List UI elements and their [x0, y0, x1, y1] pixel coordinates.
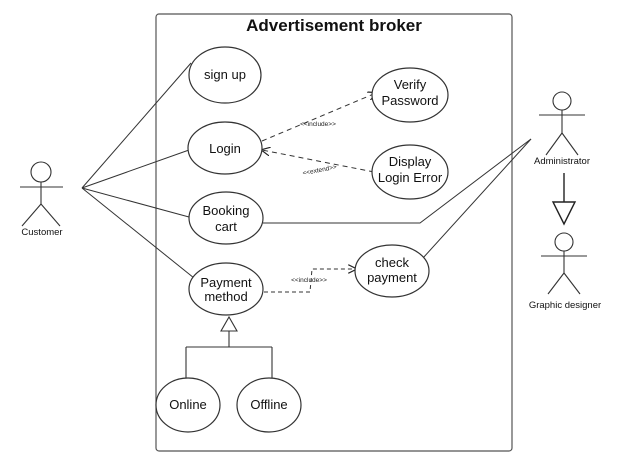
use-case-check-payment: check payment — [354, 244, 430, 298]
online-label: Online — [169, 397, 207, 412]
customer-label: Customer — [21, 227, 62, 238]
include-verify-label: <<include>> — [300, 121, 336, 128]
administrator-actor — [539, 91, 585, 156]
use-case-display-login-error: Display Login Error — [371, 144, 449, 200]
system-title: Advertisement broker — [246, 16, 422, 35]
use-case-offline: Offline — [236, 377, 302, 433]
payment-generalization — [185, 315, 273, 381]
display-login-error-label-1: Display — [389, 154, 432, 169]
check-payment-label-1: check — [375, 255, 409, 270]
customer-associations — [81, 62, 195, 279]
system-boundary — [155, 13, 513, 452]
use-case-login: Login — [187, 121, 263, 175]
administrator-associations — [263, 138, 532, 259]
include-verify-line — [261, 93, 376, 142]
use-case-online: Online — [155, 377, 221, 433]
generalization-arrow — [551, 173, 577, 226]
display-login-error-label-2: Login Error — [378, 170, 443, 185]
extend-error-label: <<extend>> — [302, 164, 338, 178]
offline-label: Offline — [250, 397, 287, 412]
booking-cart-label-2: cart — [215, 219, 237, 234]
check-payment-label-2: payment — [367, 270, 417, 285]
booking-cart-label-1: Booking — [203, 203, 250, 218]
graphic-designer-label: Graphic designer — [529, 300, 601, 311]
use-case-payment-method: Payment method — [188, 262, 264, 316]
include-check-label: <<include>> — [291, 277, 327, 284]
login-label: Login — [209, 141, 241, 156]
use-case-sign-up: sign up — [188, 46, 262, 104]
administrator-label: Administrator — [534, 156, 590, 167]
customer-actor — [20, 161, 63, 227]
sign-up-label: sign up — [204, 67, 246, 82]
include-check-line — [264, 269, 356, 293]
payment-method-label-2: method — [204, 289, 247, 304]
use-case-booking-cart: Booking cart — [188, 191, 264, 245]
graphic-designer-actor — [541, 232, 587, 295]
use-case-verify-password: Verify Password — [371, 67, 449, 123]
extend-error-line — [262, 150, 375, 173]
verify-password-label-2: Password — [381, 93, 438, 108]
verify-password-label-1: Verify — [394, 77, 427, 92]
payment-method-label-1: Payment — [200, 275, 252, 290]
